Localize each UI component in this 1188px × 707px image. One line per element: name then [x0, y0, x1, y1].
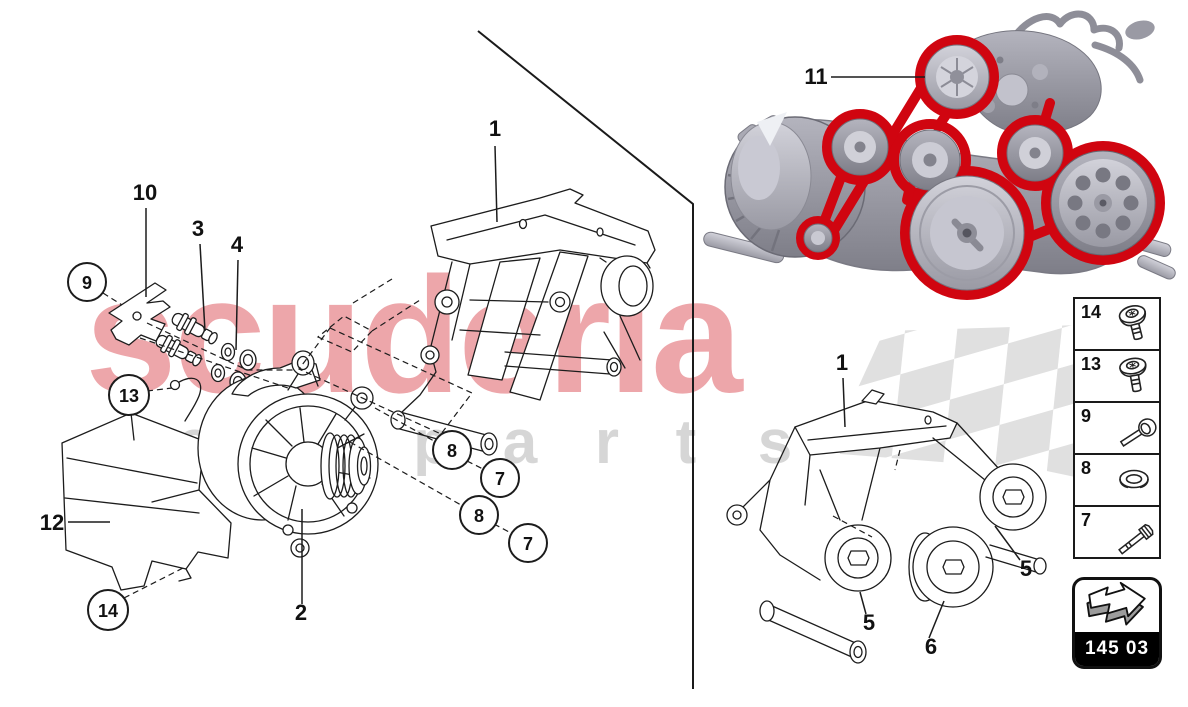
callout-14[interactable]: 14	[87, 589, 129, 631]
legend-number: 13	[1081, 354, 1102, 374]
svg-text:7: 7	[495, 469, 505, 489]
pulleys-render	[803, 44, 1156, 291]
svg-text:8: 8	[474, 506, 484, 526]
svg-text:13: 13	[119, 386, 139, 406]
legend-number: 14	[1081, 302, 1102, 322]
callout-13[interactable]: 13	[108, 374, 150, 416]
callout-12[interactable]: 12	[40, 510, 64, 535]
legend-row-14[interactable]: 14	[1075, 299, 1159, 349]
support-rod-part	[169, 377, 202, 422]
dashed-leader-lines	[102, 292, 512, 599]
svg-text:9: 9	[82, 273, 92, 293]
callout-9[interactable]: 9	[67, 262, 107, 302]
belt-drive-render	[703, 10, 1176, 300]
callout-8-a[interactable]: 8	[432, 430, 472, 470]
callout-7-a[interactable]: 7	[480, 458, 520, 498]
callout-6[interactable]: 6	[925, 634, 937, 659]
callouts-layer: 1 10 3 4 2 12 11 1 5 5 6 9 13 14 8 7	[40, 64, 1032, 659]
callout-5-right[interactable]: 5	[1020, 556, 1032, 581]
watermark-letter: s	[758, 408, 792, 477]
legend-number: 8	[1081, 458, 1092, 478]
callout-11[interactable]: 11	[804, 64, 827, 89]
callout-3[interactable]: 3	[192, 216, 204, 241]
pan-head-screw-icon	[1119, 357, 1147, 393]
section-code-box: 145 03	[1072, 577, 1162, 669]
legend-row-8[interactable]: 8	[1075, 453, 1159, 505]
section-arrow-icon	[1086, 581, 1146, 626]
legend-row-9[interactable]: 9	[1075, 401, 1159, 453]
panel-divider-line	[477, 30, 694, 689]
left-exploded-diagram	[61, 188, 656, 591]
svg-text:14: 14	[98, 601, 118, 621]
fastener-legend: 14 13 9	[1073, 297, 1161, 559]
callout-1-right[interactable]: 1	[836, 350, 848, 375]
pump-render	[964, 30, 1102, 135]
right-assembly-diagram	[726, 389, 1047, 664]
callout-7-b[interactable]: 7	[508, 523, 548, 563]
callout-2[interactable]: 2	[295, 600, 307, 625]
fork-bracket-part	[108, 282, 171, 346]
watermark-letter: r	[595, 408, 619, 477]
callout-4[interactable]: 4	[231, 232, 244, 257]
pan-head-screw-icon	[1118, 305, 1147, 341]
callout-1-left[interactable]: 1	[489, 116, 501, 141]
stud-pins-part	[155, 312, 218, 367]
assembly-axis-lines	[139, 278, 473, 435]
hex-bolt-icon	[1118, 523, 1154, 555]
mounting-bracket-part	[390, 188, 656, 456]
hose-lines	[1008, 10, 1144, 84]
section-code: 145 03	[1075, 632, 1159, 666]
legend-row-13[interactable]: 13	[1075, 349, 1159, 401]
callout-8-b[interactable]: 8	[459, 495, 499, 535]
legend-row-7[interactable]: 7	[1075, 505, 1159, 557]
svg-text:7: 7	[523, 534, 533, 554]
leader-lines	[68, 76, 1021, 639]
legend-number: 9	[1081, 406, 1092, 426]
callout-10[interactable]: 10	[133, 180, 157, 205]
washer-icon	[1119, 469, 1149, 489]
watermark-letter: t	[676, 408, 697, 477]
svg-text:8: 8	[447, 441, 457, 461]
legend-number: 7	[1081, 510, 1092, 530]
torx-screw-icon	[1119, 418, 1157, 447]
callout-5-bottom[interactable]: 5	[863, 610, 875, 635]
